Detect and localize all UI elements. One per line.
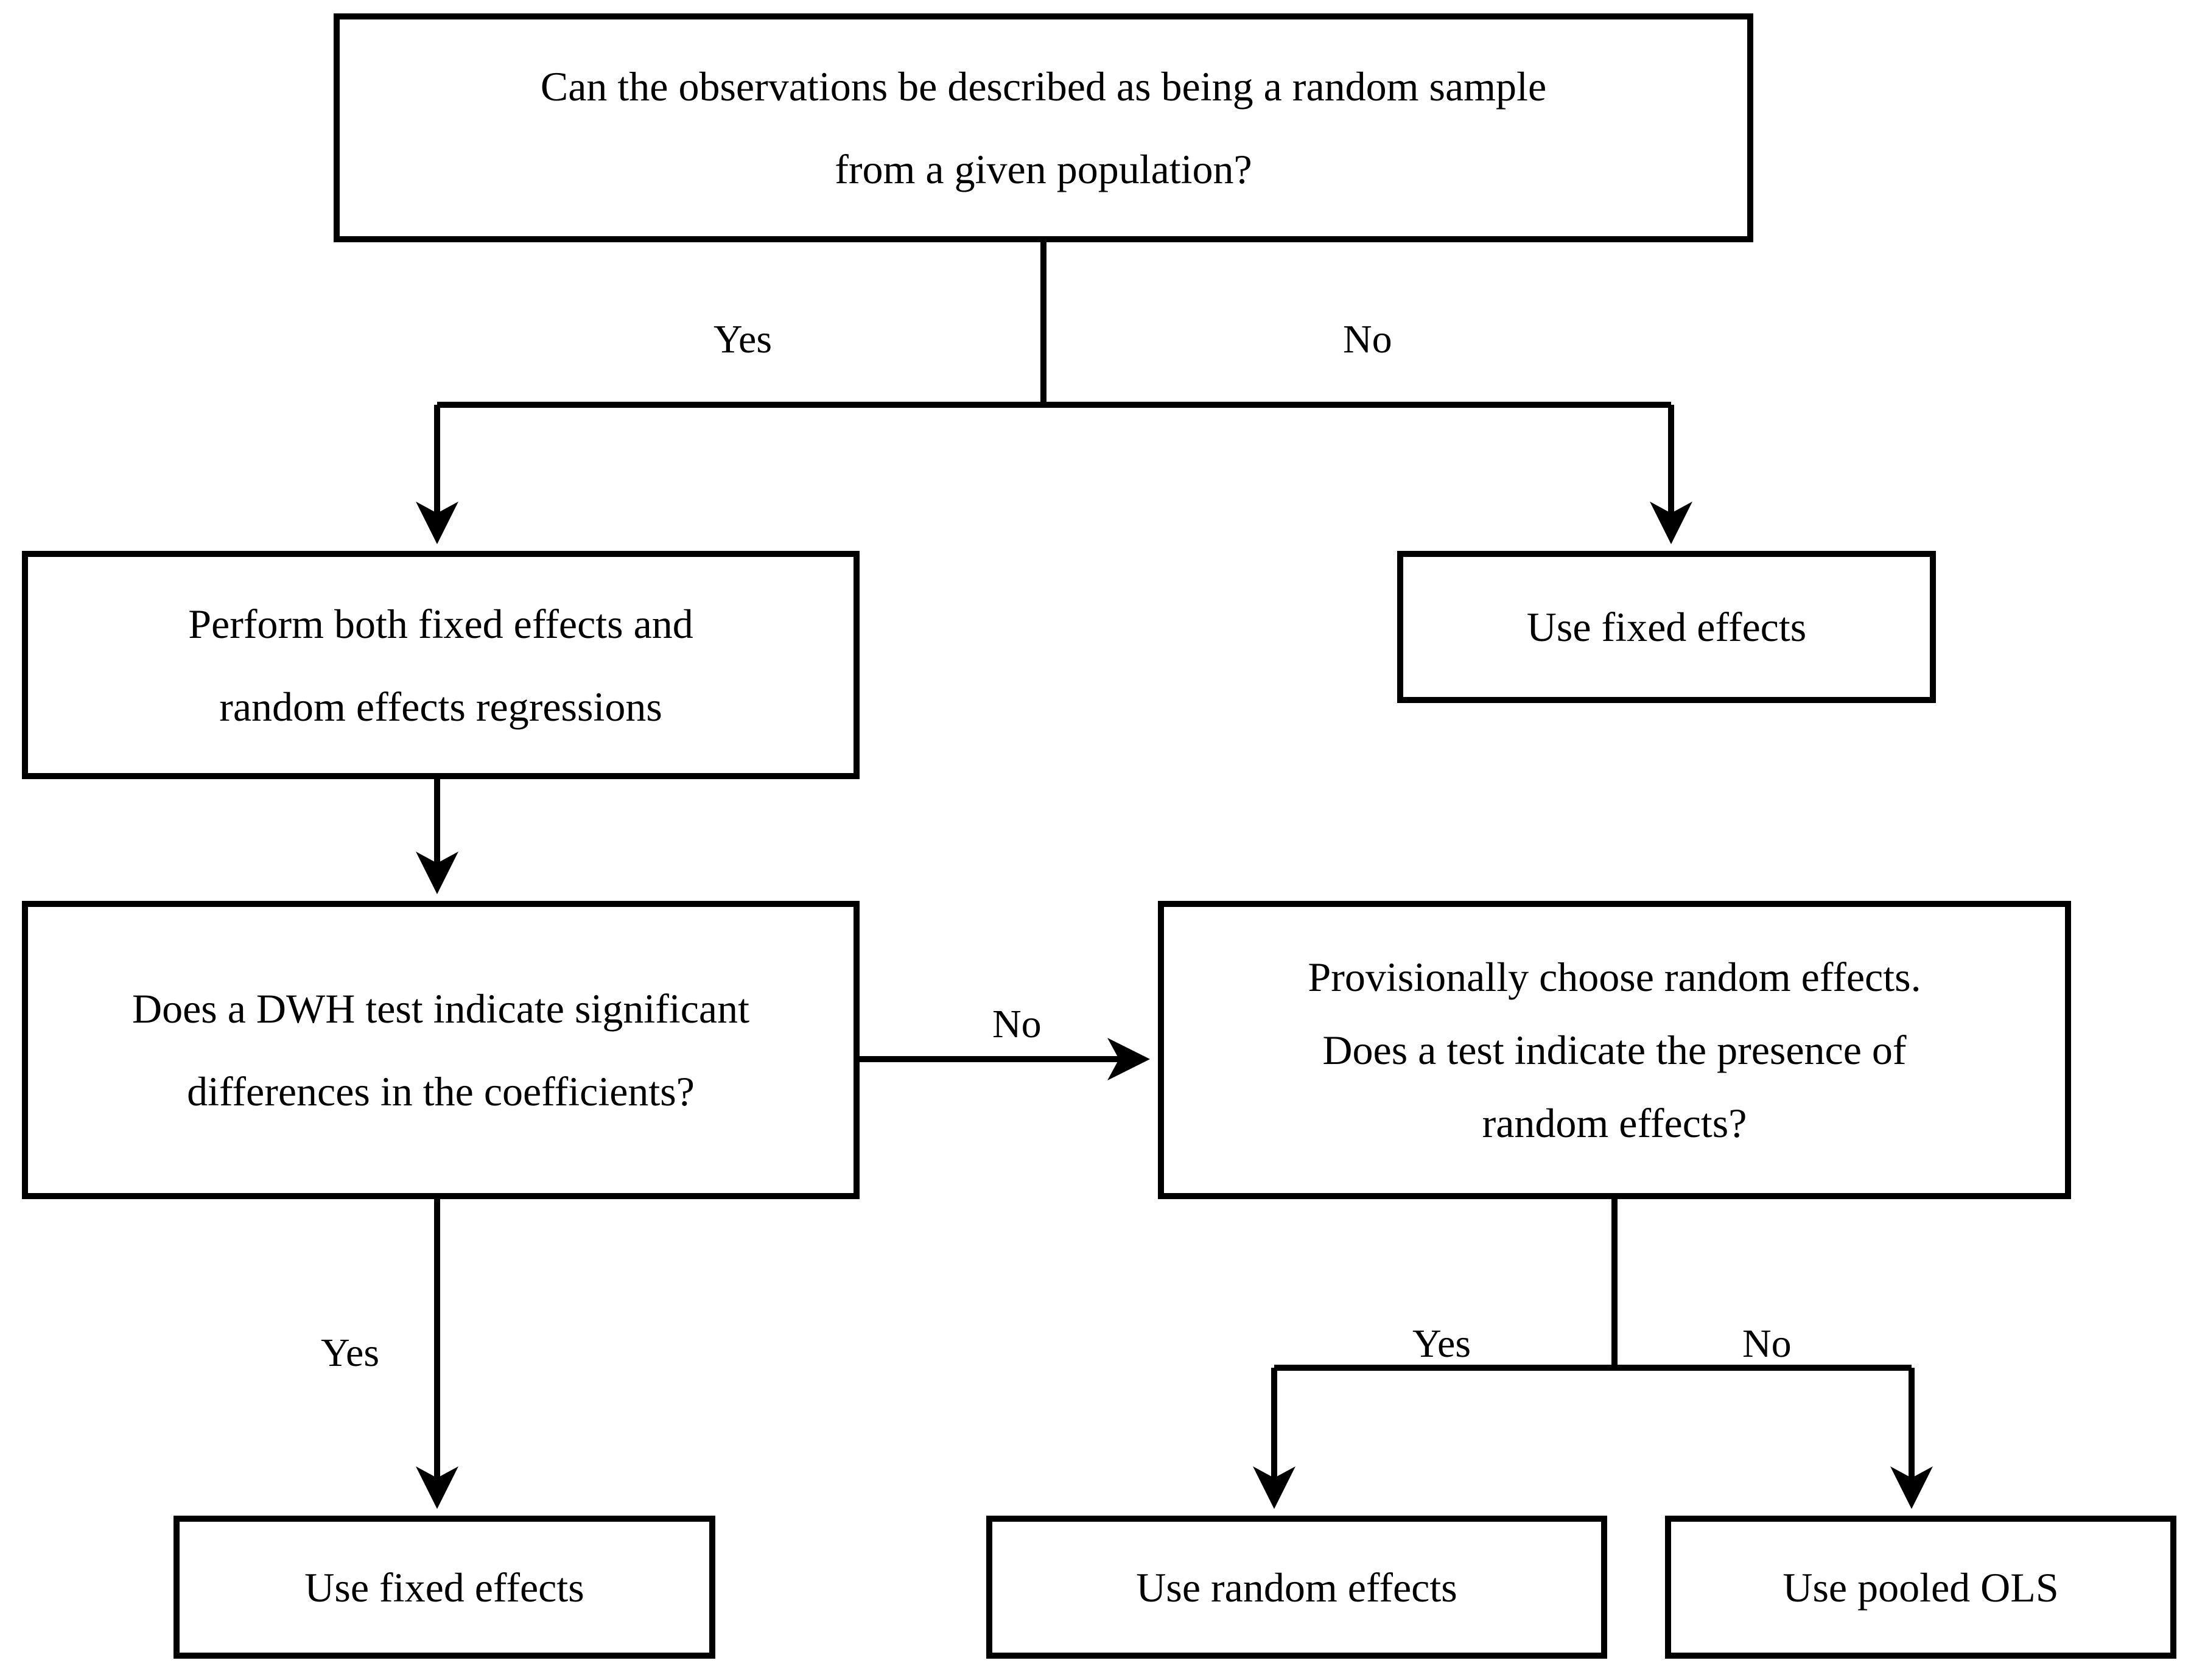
node-dwh-question-line-2: differences in the coefficients? <box>187 1068 695 1115</box>
node-root-question-line-1: Can the observations be described as bei… <box>540 63 1547 110</box>
node-random-effects-question-line-3: random effects? <box>1482 1100 1747 1146</box>
node-perform-both-line-1: Perform both fixed effects and <box>188 600 693 647</box>
node-use-pooled-ols: Use pooled OLS <box>1665 1516 2176 1659</box>
edge-label-root-no: No <box>1343 317 1392 362</box>
node-root-question: Can the observations be described as bei… <box>334 13 1753 242</box>
node-use-random-effects: Use random effects <box>986 1516 1607 1659</box>
edge-label-root-yes: Yes <box>713 317 773 362</box>
edge-label-dwh-no: No <box>992 1002 1042 1046</box>
edge-label-dwh-yes: Yes <box>321 1331 380 1375</box>
node-perform-both-regressions: Perform both fixed effects and random ef… <box>22 551 860 779</box>
node-dwh-question-line-1: Does a DWH test indicate significant <box>131 985 750 1032</box>
edge-re-stem <box>1274 1199 1912 1371</box>
node-dwh-question: Does a DWH test indicate significant dif… <box>22 901 860 1199</box>
node-use-fixed-effects-bottom-label: Use fixed effects <box>304 1564 584 1611</box>
edge-label-re-yes: Yes <box>1412 1321 1471 1366</box>
node-use-fixed-effects-bottom: Use fixed effects <box>174 1516 715 1659</box>
edge-label-re-no: No <box>1742 1321 1792 1366</box>
node-use-random-effects-label: Use random effects <box>1136 1564 1457 1611</box>
node-root-question-line-2: from a given population? <box>835 146 1252 192</box>
node-random-effects-question: Provisionally choose random effects. Doe… <box>1158 901 2071 1199</box>
edge-root-stem <box>437 242 1671 408</box>
node-use-fixed-effects-top-label: Use fixed effects <box>1526 604 1807 650</box>
node-random-effects-question-line-1: Provisionally choose random effects. <box>1308 954 1921 1000</box>
node-random-effects-question-line-2: Does a test indicate the presence of <box>1322 1027 1907 1073</box>
node-use-fixed-effects-top: Use fixed effects <box>1397 551 1936 703</box>
node-perform-both-line-2: random effects regressions <box>219 683 662 730</box>
node-use-pooled-ols-label: Use pooled OLS <box>1783 1564 2059 1611</box>
